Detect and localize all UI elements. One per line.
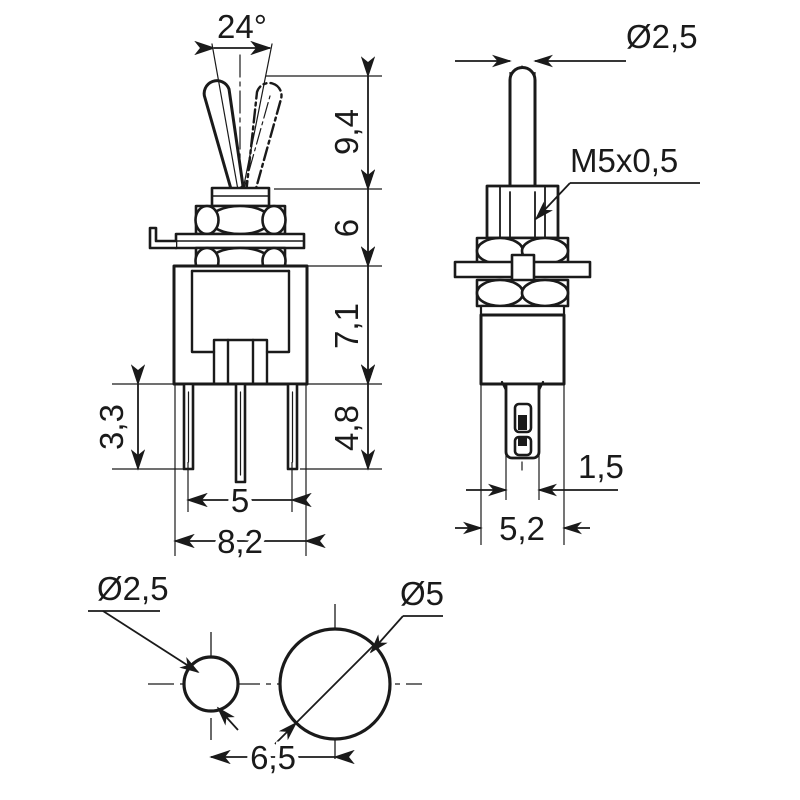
dim-label-8-2: 8,2 — [217, 523, 263, 560]
dim-label-dia-2-5-plan: Ø2,5 — [97, 570, 169, 607]
upper-hex-nut — [210, 186, 271, 208]
dim-label-3-3: 3,3 — [93, 404, 130, 450]
dim-hole-spacing: 6,5 — [209, 735, 355, 781]
dim-label-5: 5 — [231, 482, 249, 519]
dim-pin-offset: 3,3 — [93, 364, 190, 471]
switch-body — [172, 264, 309, 386]
solder-pin-center — [234, 382, 247, 484]
upper-nut-chamfer-row — [194, 204, 287, 236]
dim-pin-pitch: 5 — [186, 478, 312, 524]
front-view — [148, 43, 309, 484]
dim-label-m5: M5x0,5 — [570, 142, 678, 179]
lock-washer — [148, 226, 306, 250]
dim-label-7-1: 7,1 — [328, 303, 365, 349]
solder-pin-left — [182, 382, 195, 471]
dim-pin-length: 4,8 — [328, 364, 376, 471]
dim-label-5-2: 5,2 — [499, 510, 545, 547]
dim-label-dia-2-5-top: Ø2,5 — [626, 18, 698, 55]
dim-thread-callout: M5x0,5 — [534, 142, 700, 221]
side-switch-body — [479, 304, 566, 386]
threaded-bushing — [485, 184, 560, 240]
bottom-view-dimensions: Ø2,5 Ø5 6,5 — [88, 570, 444, 781]
dim-plan-large-hole: Ø5 — [274, 575, 444, 745]
angle-extension-lines — [211, 43, 273, 191]
toggle-lever-tilted — [241, 81, 283, 197]
dim-lever-diameter: Ø2,5 — [455, 18, 698, 108]
dim-lever-height: 9,4 — [328, 56, 376, 191]
dim-toggle-angle: 24° — [194, 8, 272, 56]
dim-label-6: 6 — [328, 219, 365, 237]
dim-side-body-width: 5,2 — [455, 384, 590, 552]
dim-body-height: 7,1 — [328, 246, 376, 386]
side-toggle-lever — [508, 66, 537, 194]
dim-label-1-5: 1,5 — [578, 448, 624, 485]
dim-label-24deg: 24° — [217, 8, 267, 45]
side-lock-washer — [453, 253, 592, 286]
side-terminal-blade — [500, 380, 545, 460]
side-lower-nut — [475, 278, 570, 308]
dim-label-6-5: 6,5 — [250, 739, 296, 776]
dim-label-9-4: 9,4 — [328, 109, 365, 155]
panel-hole-small — [182, 655, 240, 713]
side-view — [453, 65, 592, 471]
solder-pin-right — [286, 382, 299, 471]
toggle-lever-upright — [202, 79, 245, 198]
dim-label-4-8: 4,8 — [328, 405, 365, 451]
dim-label-dia-5-plan: Ø5 — [400, 575, 444, 612]
dim-plan-small-hole: Ø2,5 — [88, 570, 239, 731]
dim-body-width: 8,2 — [173, 519, 326, 565]
side-view-dimensions: Ø2,5 M5x0,5 1,5 5,2 — [455, 18, 700, 552]
dim-terminal-width: 1,5 — [466, 440, 624, 500]
front-view-dimensions: 24° 9,4 6 7,1 4,8 — [93, 8, 382, 565]
